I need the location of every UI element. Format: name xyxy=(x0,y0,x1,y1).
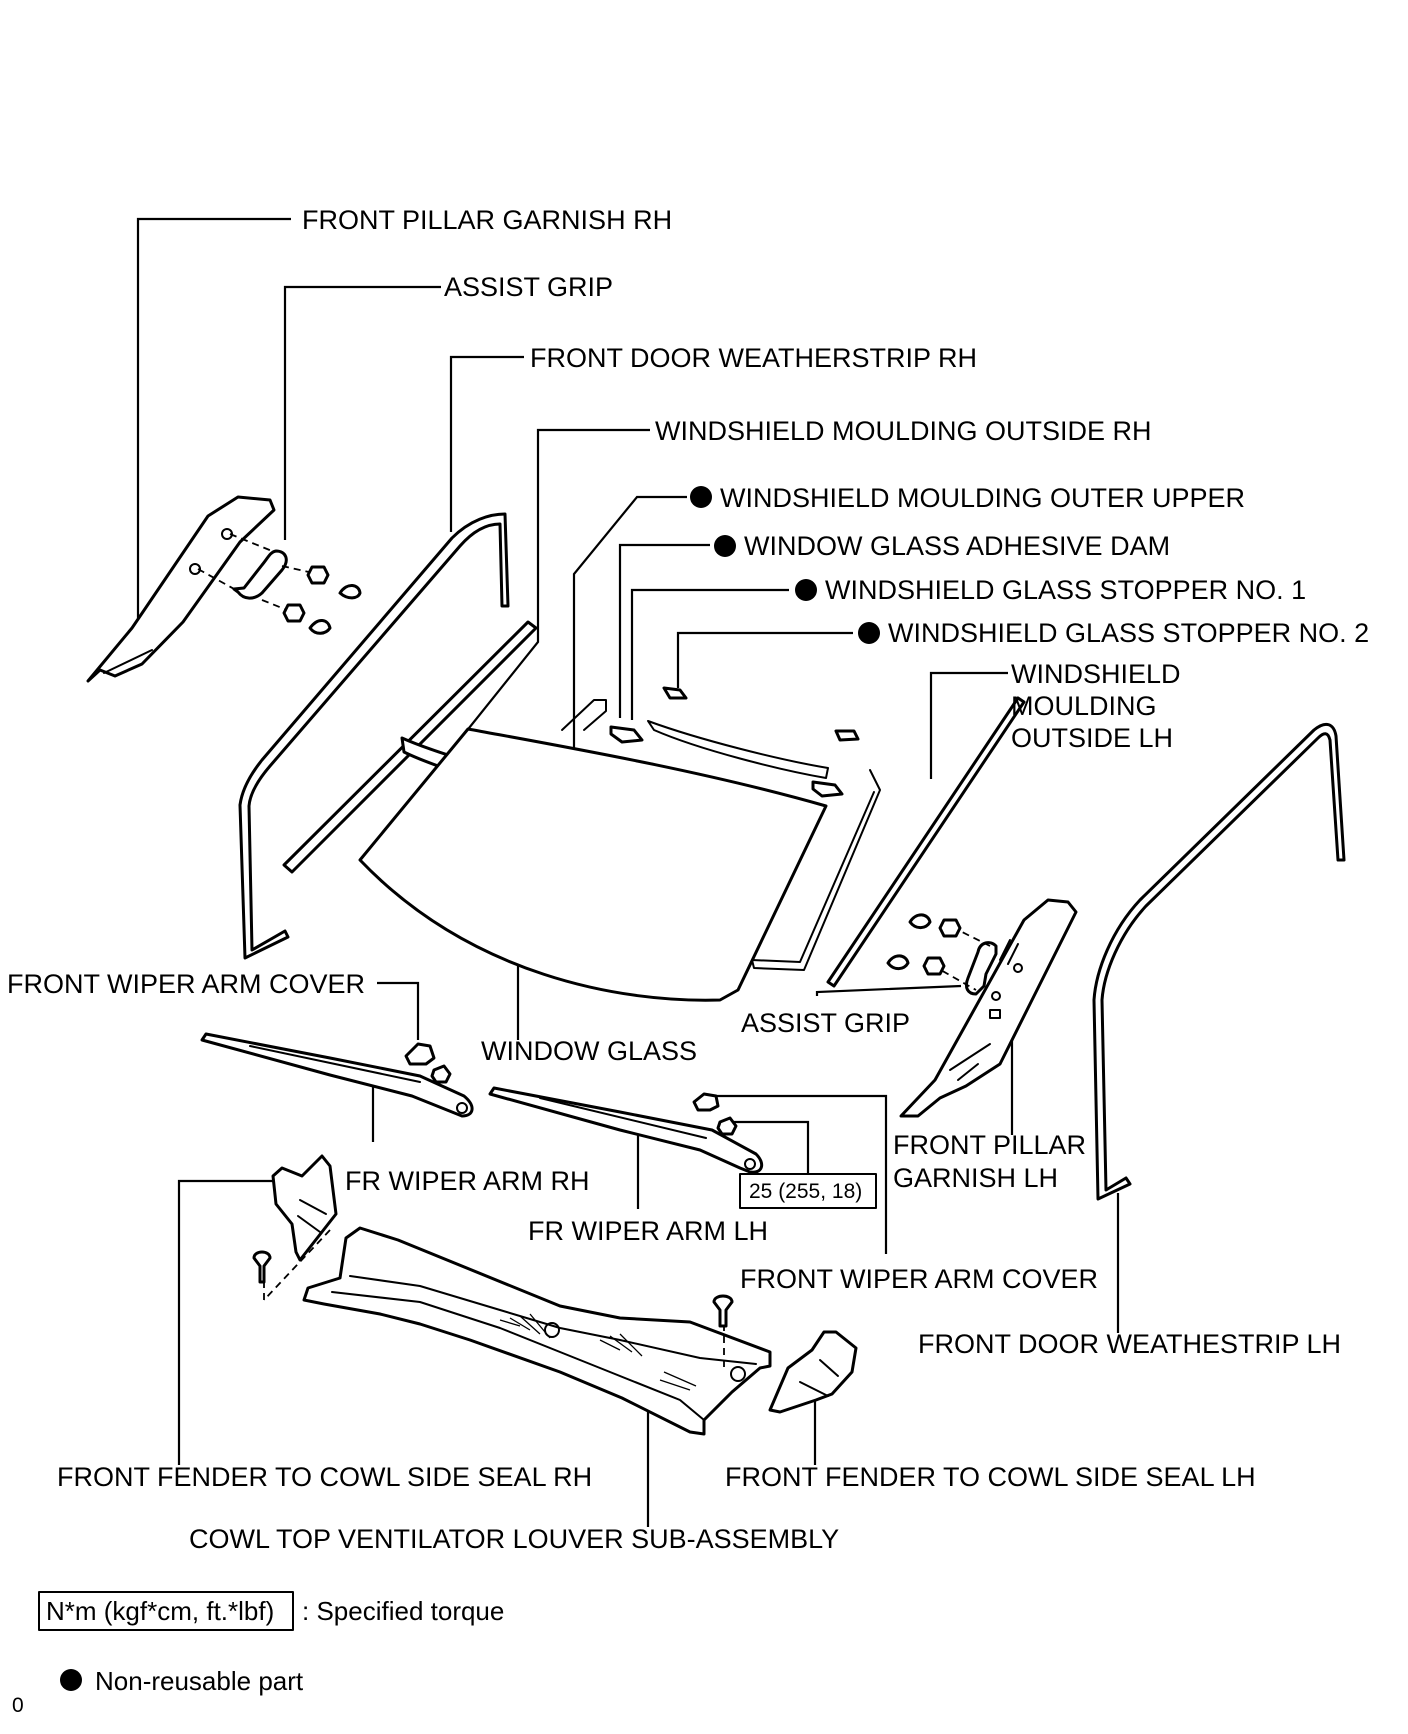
nonreusable-marker-4 xyxy=(858,622,880,644)
front-wiper-arm-cover-lh-part xyxy=(692,1092,738,1136)
adhesive-dam-part xyxy=(561,699,881,971)
label-window-glass: WINDOW GLASS xyxy=(481,1036,697,1066)
legend-torque-box xyxy=(38,1591,294,1631)
label-windshield-glass-stopper-no1: WINDSHIELD GLASS STOPPER NO. 1 xyxy=(825,575,1306,605)
windshield-moulding-outside-lh-part xyxy=(826,696,1026,988)
cowl-top-louver-part xyxy=(302,1226,772,1436)
label-front-door-weatherstrip-lh: FRONT DOOR WEATHESTRIP LH xyxy=(918,1329,1341,1359)
label-fr-wiper-arm-lh: FR WIPER ARM LH xyxy=(528,1216,768,1246)
nonreusable-marker-1 xyxy=(690,486,712,508)
legend-nonreusable-text: Non-reusable part xyxy=(95,1666,304,1696)
label-windshield-glass-stopper-no2: WINDSHIELD GLASS STOPPER NO. 2 xyxy=(888,618,1369,648)
nonreusable-marker-2 xyxy=(714,535,736,557)
legend-torque-box-text: N*m (kgf*cm, ft.*lbf) xyxy=(46,1596,274,1626)
front-fender-seal-rh-part xyxy=(252,1154,338,1301)
label-windshield-moulding-outside-lh-1: WINDSHIELD xyxy=(1011,659,1181,689)
label-front-pillar-garnish-lh-2: GARNISH LH xyxy=(893,1163,1058,1193)
front-door-weatherstrip-lh-part xyxy=(1092,722,1346,1201)
torque-spec-value: 25 (255, 18) xyxy=(749,1180,862,1203)
label-front-door-weatherstrip-rh: FRONT DOOR WEATHERSTRIP RH xyxy=(530,343,977,373)
label-assist-grip-rh: ASSIST GRIP xyxy=(444,272,613,302)
label-front-wiper-arm-cover-rh: FRONT WIPER ARM COVER xyxy=(7,969,365,999)
label-windshield-moulding-outside-lh-3: OUTSIDE LH xyxy=(1011,723,1173,753)
front-door-weatherstrip-rh-part xyxy=(238,512,510,960)
legend: N*m (kgf*cm, ft.*lbf) : Specified torque… xyxy=(12,1591,504,1717)
label-front-fender-seal-lh: FRONT FENDER TO COWL SIDE SEAL LH xyxy=(725,1462,1256,1492)
label-front-pillar-garnish-rh: FRONT PILLAR GARNISH RH xyxy=(302,205,672,235)
callout-labels: FRONT PILLAR GARNISH RH ASSIST GRIP FRON… xyxy=(7,205,1369,1554)
label-fr-wiper-arm-rh: FR WIPER ARM RH xyxy=(345,1166,590,1196)
label-assist-grip-lh: ASSIST GRIP xyxy=(741,1008,910,1038)
window-glass-part xyxy=(358,727,828,1002)
leader-lines xyxy=(136,217,1120,1527)
label-window-glass-adhesive-dam: WINDOW GLASS ADHESIVE DAM xyxy=(744,531,1170,561)
torque-spec-box xyxy=(739,1173,877,1209)
corner-mark: 0 xyxy=(12,1694,24,1717)
glass-stoppers-part xyxy=(609,686,860,798)
fr-wiper-arm-lh-part xyxy=(488,1086,764,1174)
legend-nonreusable-marker xyxy=(60,1669,82,1691)
front-fender-seal-lh-part xyxy=(768,1330,858,1414)
assist-grip-rh-part xyxy=(197,533,362,635)
label-cowl-top-louver: COWL TOP VENTILATOR LOUVER SUB-ASSEMBLY xyxy=(189,1524,839,1554)
fr-wiper-arm-rh-part xyxy=(200,1032,474,1118)
label-front-pillar-garnish-lh-1: FRONT PILLAR xyxy=(893,1130,1086,1160)
nonreusable-marker-3 xyxy=(795,579,817,601)
assist-grip-lh-part xyxy=(886,913,998,996)
legend-torque-text: : Specified torque xyxy=(302,1596,504,1626)
label-windshield-moulding-outside-lh-2: MOULDING xyxy=(1011,691,1157,721)
label-front-wiper-arm-cover-lh: FRONT WIPER ARM COVER xyxy=(740,1264,1098,1294)
front-wiper-arm-cover-rh-part xyxy=(404,1042,452,1084)
front-pillar-garnish-lh-part xyxy=(899,898,1078,1118)
label-windshield-moulding-outer-upper: WINDSHIELD MOULDING OUTER UPPER xyxy=(720,483,1245,513)
label-front-fender-seal-rh: FRONT FENDER TO COWL SIDE SEAL RH xyxy=(57,1462,592,1492)
label-windshield-moulding-outside-rh: WINDSHIELD MOULDING OUTSIDE RH xyxy=(655,416,1152,446)
